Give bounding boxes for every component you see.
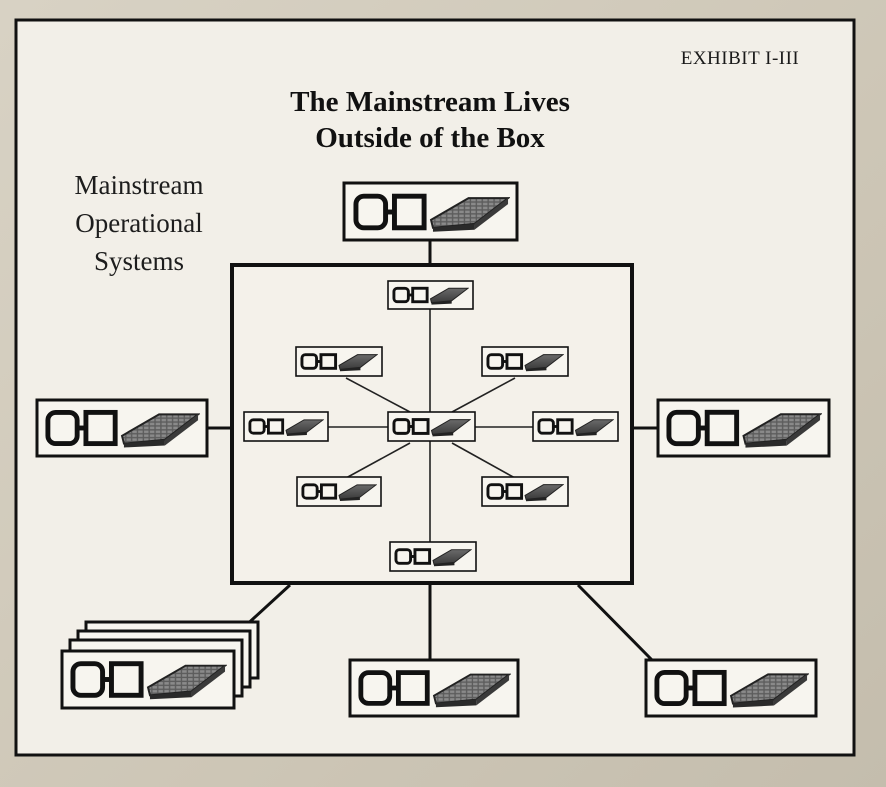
outer-node-bottom (348, 658, 520, 718)
inner-node-center (387, 411, 476, 442)
inner-node-right (532, 411, 619, 442)
inner-node-upper-left (295, 346, 383, 377)
inner-node-lower-left (296, 476, 382, 507)
outer-node-top (342, 181, 519, 242)
inner-node-top (387, 280, 474, 310)
outer-node-bottom-right (644, 658, 818, 718)
inner-node-lower-right (481, 476, 569, 507)
outer-node-right (656, 398, 831, 458)
outer-nodes (35, 181, 831, 718)
inner-connectors (328, 308, 533, 542)
title-line-1: The Mainstream Lives (290, 86, 570, 118)
side-label-line-2: Operational (75, 208, 203, 238)
inner-node-bottom (389, 541, 477, 572)
outer-node-stack-bottom-left (60, 620, 260, 710)
title-line-2: Outside of the Box (315, 122, 545, 154)
side-label-line-3: Systems (93, 246, 185, 276)
mainstream-systems-label: Mainstream Operational Systems (36, 166, 242, 280)
inner-node-upper-right (481, 346, 569, 377)
inner-nodes (243, 280, 619, 572)
inner-node-left (243, 411, 329, 442)
side-label-line-1: Mainstream (74, 170, 204, 200)
outer-node-left (35, 398, 209, 458)
exhibit-label: EXHIBIT I-III (680, 48, 800, 69)
diagram-title: The Mainstream Lives Outside of the Box (170, 84, 690, 156)
